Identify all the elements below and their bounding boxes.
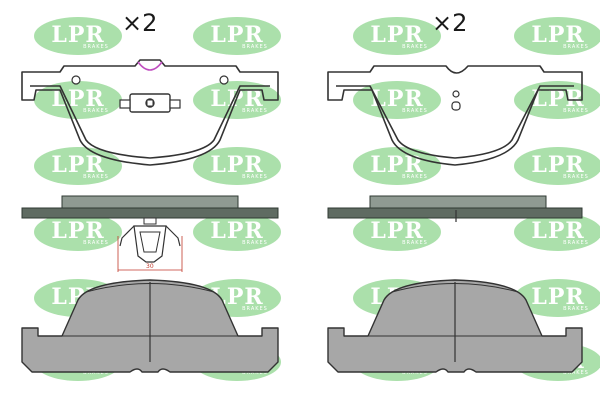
svg-text:LPR: LPR xyxy=(51,218,104,244)
svg-text:BRAKES: BRAKES xyxy=(402,174,428,180)
svg-text:BRAKES: BRAKES xyxy=(242,44,268,50)
svg-text:LPR: LPR xyxy=(370,218,423,244)
svg-text:BRAKES: BRAKES xyxy=(83,370,109,376)
svg-text:BRAKES: BRAKES xyxy=(563,108,589,114)
pad-outline-top-right xyxy=(327,65,583,166)
svg-text:LPR: LPR xyxy=(210,218,263,244)
svg-text:BRAKES: BRAKES xyxy=(563,370,589,376)
center-hole-bottom xyxy=(451,101,461,111)
svg-text:LPR: LPR xyxy=(531,22,584,48)
svg-text:BRAKES: BRAKES xyxy=(563,174,589,180)
svg-text:BRAKES: BRAKES xyxy=(83,44,109,50)
svg-text:BRAKES: BRAKES xyxy=(242,174,268,180)
svg-text:BRAKES: BRAKES xyxy=(83,174,109,180)
dimension-label: 30 xyxy=(146,263,154,270)
backing-plate-side xyxy=(21,207,279,219)
svg-text:BRAKES: BRAKES xyxy=(242,370,268,376)
friction-face-left xyxy=(21,279,279,373)
center-hole-top xyxy=(452,90,460,98)
svg-text:BRAKES: BRAKES xyxy=(242,240,268,246)
mount-hole-right xyxy=(219,75,229,85)
svg-text:BRAKES: BRAKES xyxy=(402,108,428,114)
quantity-label-right: ×2 xyxy=(432,9,467,37)
svg-text:LPR: LPR xyxy=(370,22,423,48)
side-profile-right xyxy=(327,195,583,222)
sensor-wire xyxy=(137,61,163,71)
svg-text:BRAKES: BRAKES xyxy=(83,240,109,246)
svg-text:BRAKES: BRAKES xyxy=(242,306,268,312)
pad-outline-top-left xyxy=(21,59,279,166)
svg-text:LPR: LPR xyxy=(531,218,584,244)
backing-plate-side-right xyxy=(327,207,583,219)
svg-text:BRAKES: BRAKES xyxy=(402,240,428,246)
svg-text:BRAKES: BRAKES xyxy=(563,44,589,50)
svg-text:LPR: LPR xyxy=(210,152,263,178)
svg-text:LPR: LPR xyxy=(51,22,104,48)
friction-face-right xyxy=(327,279,583,373)
svg-text:BRAKES: BRAKES xyxy=(242,108,268,114)
svg-text:BRAKES: BRAKES xyxy=(563,240,589,246)
svg-text:BRAKES: BRAKES xyxy=(83,108,109,114)
quantity-label-left: ×2 xyxy=(122,9,157,37)
svg-text:BRAKES: BRAKES xyxy=(563,306,589,312)
svg-text:BRAKES: BRAKES xyxy=(402,370,428,376)
svg-text:BRAKES: BRAKES xyxy=(402,44,428,50)
svg-text:LPR: LPR xyxy=(210,22,263,48)
svg-text:LPR: LPR xyxy=(51,152,104,178)
svg-text:LPR: LPR xyxy=(531,284,584,310)
svg-text:LPR: LPR xyxy=(531,152,584,178)
mount-hole-left xyxy=(71,75,81,85)
side-profile-left: 30 xyxy=(21,195,279,272)
